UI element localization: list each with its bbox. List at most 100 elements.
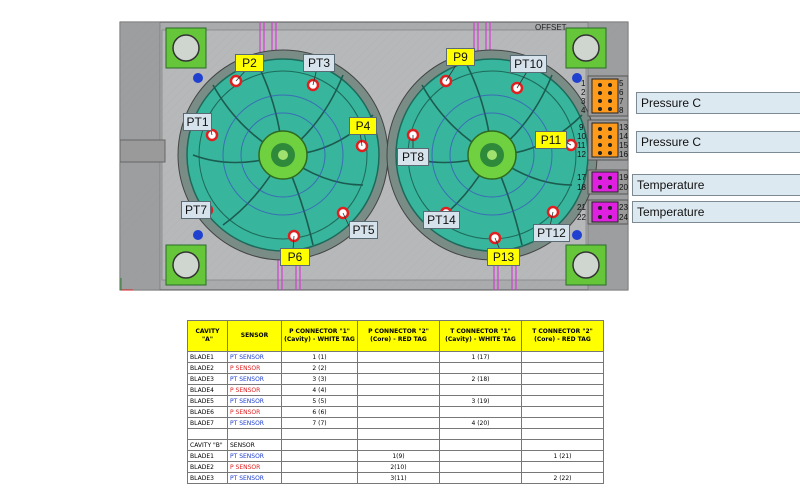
cell: 4 (20): [439, 417, 522, 429]
cell: [357, 417, 440, 429]
label-pt5: PT5: [349, 221, 378, 239]
cell: PT SENSOR: [227, 395, 282, 407]
cell: 2 (2): [281, 362, 358, 374]
header-sensor: SENSOR: [227, 320, 282, 352]
table-row: [187, 428, 604, 440]
cell: [357, 395, 440, 407]
pin-15: 15: [619, 141, 628, 150]
cell: BLADE6: [187, 406, 228, 418]
header-t-connector-2: T CONNECTOR "2"(Core) - RED TAG: [521, 320, 604, 352]
cell: [439, 461, 522, 473]
cell: PT SENSOR: [227, 417, 282, 429]
pin-23: 23: [619, 203, 628, 212]
cell: [281, 472, 358, 484]
pin-24: 24: [619, 213, 628, 222]
pressure-connector-label-1: Pressure C: [636, 92, 800, 114]
cell: [357, 351, 440, 363]
cell: 3 (19): [439, 395, 522, 407]
cell: P SENSOR: [227, 461, 282, 473]
label-pt10: PT10: [510, 55, 547, 73]
cell: [439, 472, 522, 484]
pin-6: 6: [619, 88, 624, 97]
cell: 3(11): [357, 472, 440, 484]
cell: [281, 450, 358, 462]
mold-diagram: OFFSET P2 P4 P6 P9 P11 P13 PT3 PT1 PT7 P…: [119, 21, 800, 291]
table-row: BLADE3 PT SENSOR 3(11) 2 (22): [187, 472, 604, 484]
connector-blocks: [587, 75, 629, 225]
cell: CAVITY "B": [187, 439, 228, 451]
cell: [521, 395, 604, 407]
pin-3: 3: [581, 97, 586, 106]
cell: [439, 439, 522, 451]
cell: [281, 439, 358, 451]
pin-5: 5: [619, 79, 624, 88]
cell: 6 (6): [281, 406, 358, 418]
table-header-row: CAVITY "A" SENSOR P CONNECTOR "1"(Cavity…: [187, 320, 604, 352]
cell: PT SENSOR: [227, 351, 282, 363]
table-row: BLADE2 P SENSOR 2 (2): [187, 362, 604, 374]
label-p6: P6: [280, 248, 310, 266]
cell: [357, 428, 440, 440]
cell: BLADE2: [187, 362, 228, 374]
cell: 4 (4): [281, 384, 358, 396]
temperature-connector-label-2: Temperature: [632, 201, 800, 223]
pin-8: 8: [619, 106, 624, 115]
cell: [281, 428, 358, 440]
pressure-connector-label-2: Pressure C: [636, 131, 800, 153]
cell: SENSOR: [227, 439, 282, 451]
pin-22: 22: [577, 213, 586, 222]
cell: [521, 417, 604, 429]
cell: [187, 428, 228, 440]
cell: [281, 461, 358, 473]
cell: 7 (7): [281, 417, 358, 429]
pin-10: 10: [577, 132, 586, 141]
cavity-a-housing: [177, 49, 389, 261]
label-p13: P13: [487, 248, 520, 266]
header-t-connector-1: T CONNECTOR "1"(Cavity) - WHITE TAG: [439, 320, 522, 352]
pin-2: 2: [581, 88, 586, 97]
cell: 2(10): [357, 461, 440, 473]
pin-9: 9: [579, 123, 584, 132]
pin-17: 17: [577, 173, 586, 182]
table-row: BLADE7 PT SENSOR 7 (7) 4 (20): [187, 417, 604, 429]
cell: [521, 439, 604, 451]
cell: [439, 406, 522, 418]
cell: [439, 428, 522, 440]
pin-13: 13: [619, 123, 628, 132]
temperature-connector-label-1: Temperature: [632, 174, 800, 196]
cell: BLADE3: [187, 472, 228, 484]
cell: [521, 384, 604, 396]
cell: BLADE2: [187, 461, 228, 473]
pin-4: 4: [581, 106, 586, 115]
table-row: BLADE4 P SENSOR 4 (4): [187, 384, 604, 396]
cell: BLADE3: [187, 373, 228, 385]
table-row: BLADE1 PT SENSOR 1(9) 1 (21): [187, 450, 604, 462]
cell: [521, 406, 604, 418]
cell: [439, 384, 522, 396]
cell: [357, 384, 440, 396]
cell: [227, 428, 282, 440]
pin-1: 1: [581, 79, 586, 88]
label-pt8: PT8: [397, 148, 429, 166]
cell: PT SENSOR: [227, 373, 282, 385]
cell: 2 (22): [521, 472, 604, 484]
table-row: BLADE2 P SENSOR 2(10): [187, 461, 604, 473]
cell: [521, 428, 604, 440]
pin-14: 14: [619, 132, 628, 141]
cell: P SENSOR: [227, 362, 282, 374]
cell: [357, 373, 440, 385]
corner-mount-top-left: [165, 27, 207, 69]
pin-11: 11: [577, 141, 586, 150]
label-pt14: PT14: [423, 211, 460, 229]
label-pt1: PT1: [183, 113, 212, 131]
label-pt12: PT12: [533, 224, 570, 242]
cell: BLADE7: [187, 417, 228, 429]
cell: 1 (21): [521, 450, 604, 462]
cell: [521, 362, 604, 374]
header-cavity: CAVITY "A": [187, 320, 228, 352]
cell: 1(9): [357, 450, 440, 462]
cell: PT SENSOR: [227, 472, 282, 484]
cell: BLADE4: [187, 384, 228, 396]
pin-20: 20: [619, 183, 628, 192]
table-row: BLADE1 PT SENSOR 1 (1) 1 (17): [187, 351, 604, 363]
